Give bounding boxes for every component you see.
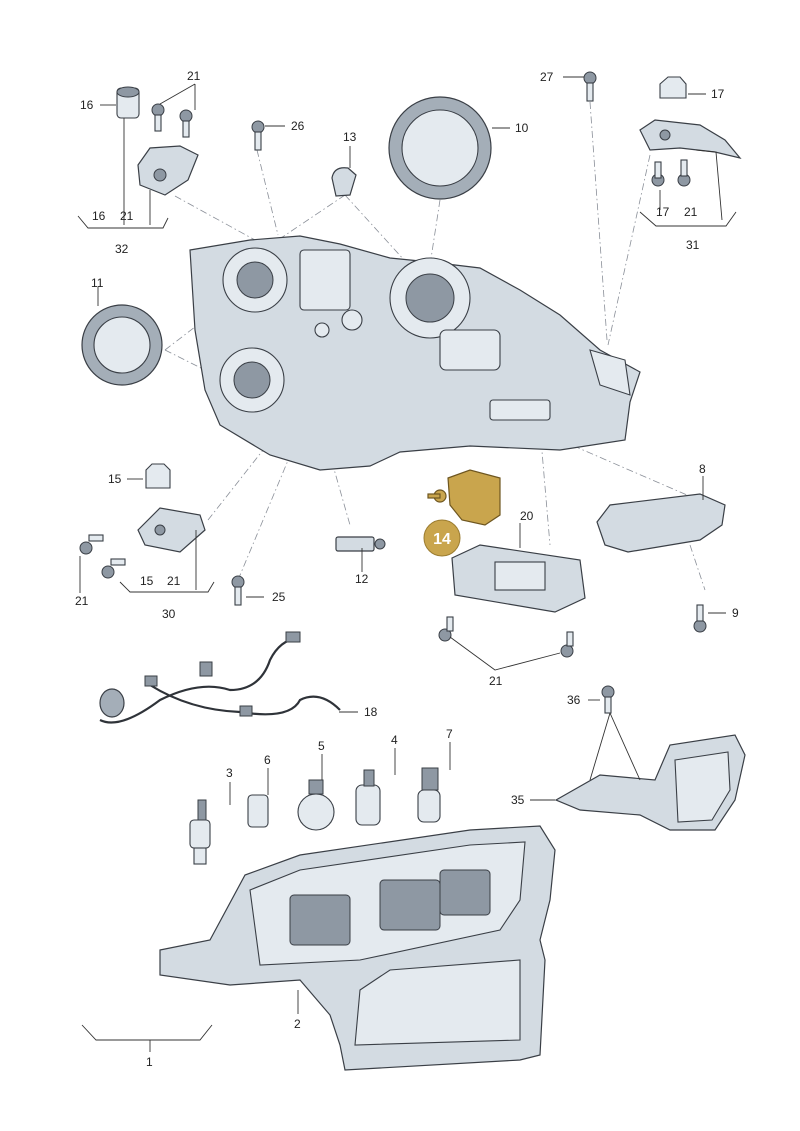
wiring-harness-18 [99, 631, 341, 724]
screws-17-21-right [651, 159, 691, 187]
group31-17: 17 [656, 205, 670, 219]
callout-18: 18 [364, 705, 378, 719]
callout-31: 31 [686, 238, 700, 252]
callout-26: 26 [291, 119, 305, 133]
bracket-32 [137, 145, 199, 196]
group32-16: 16 [92, 209, 106, 223]
callout-21c: 21 [489, 674, 503, 688]
callout-13: 13 [343, 130, 357, 144]
bulb-6 [247, 794, 269, 828]
callout-35: 35 [511, 793, 525, 807]
sensor-12 [335, 536, 386, 552]
screw-27 [583, 71, 597, 102]
bulb-4 [355, 769, 381, 826]
control-unit-20 [451, 544, 586, 613]
screws-21-top [151, 103, 193, 138]
callout-32: 32 [115, 242, 129, 256]
callout-25: 25 [272, 590, 286, 604]
group30-21: 21 [167, 574, 181, 588]
group30-15: 15 [140, 574, 154, 588]
cover-8 [596, 493, 726, 553]
callout-8: 8 [699, 462, 706, 476]
bulb-5 [297, 779, 335, 831]
screws-21-left [79, 534, 126, 579]
screw-25 [231, 575, 245, 606]
group32-21: 21 [120, 209, 134, 223]
callout-1: 1 [146, 1055, 153, 1069]
connector-13 [331, 167, 357, 197]
screw-9 [693, 604, 707, 633]
callout-3: 3 [226, 766, 233, 780]
cover-cap-11 [81, 304, 163, 386]
nut-17 [659, 76, 687, 99]
leveling-motor-14 [427, 469, 501, 526]
callout-30: 30 [162, 607, 176, 621]
headlight-assembly-2 [159, 825, 556, 1071]
callout-9: 9 [732, 606, 739, 620]
callout-10: 10 [515, 121, 529, 135]
callout-2: 2 [294, 1017, 301, 1031]
bulb-3 [189, 799, 211, 865]
nut-15 [145, 463, 171, 489]
callout-11: 11 [91, 276, 104, 290]
callout-6: 6 [264, 753, 271, 767]
callout-36: 36 [567, 693, 581, 707]
cover-cap-10 [388, 96, 492, 200]
highlight-badge: 14 [423, 519, 461, 557]
callout-15: 15 [108, 472, 122, 486]
highlight-label: 14 [433, 531, 451, 548]
callout-16: 16 [80, 98, 94, 112]
bracket-35 [554, 734, 746, 831]
nut-16 [116, 86, 140, 119]
headlight-housing [189, 235, 641, 471]
callout-labels: 16 21 26 13 10 27 17 16 21 32 17 21 31 1… [75, 69, 739, 1069]
callout-21: 21 [187, 69, 201, 83]
callout-5: 5 [318, 739, 325, 753]
callout-17: 17 [711, 87, 725, 101]
bracket-31 [639, 119, 742, 160]
bulb-7 [417, 767, 441, 823]
leader-lines [77, 76, 737, 1052]
callout-4: 4 [391, 733, 398, 747]
bracket-30 [137, 507, 206, 553]
callout-27: 27 [540, 70, 554, 84]
group31-21: 21 [684, 205, 698, 219]
callout-20: 20 [520, 509, 534, 523]
screws-21-bottom [438, 616, 574, 658]
callout-7: 7 [446, 727, 453, 741]
callout-21b: 21 [75, 594, 89, 608]
callout-12: 12 [355, 572, 369, 586]
screw-36 [601, 685, 615, 714]
screw-26 [251, 120, 265, 151]
